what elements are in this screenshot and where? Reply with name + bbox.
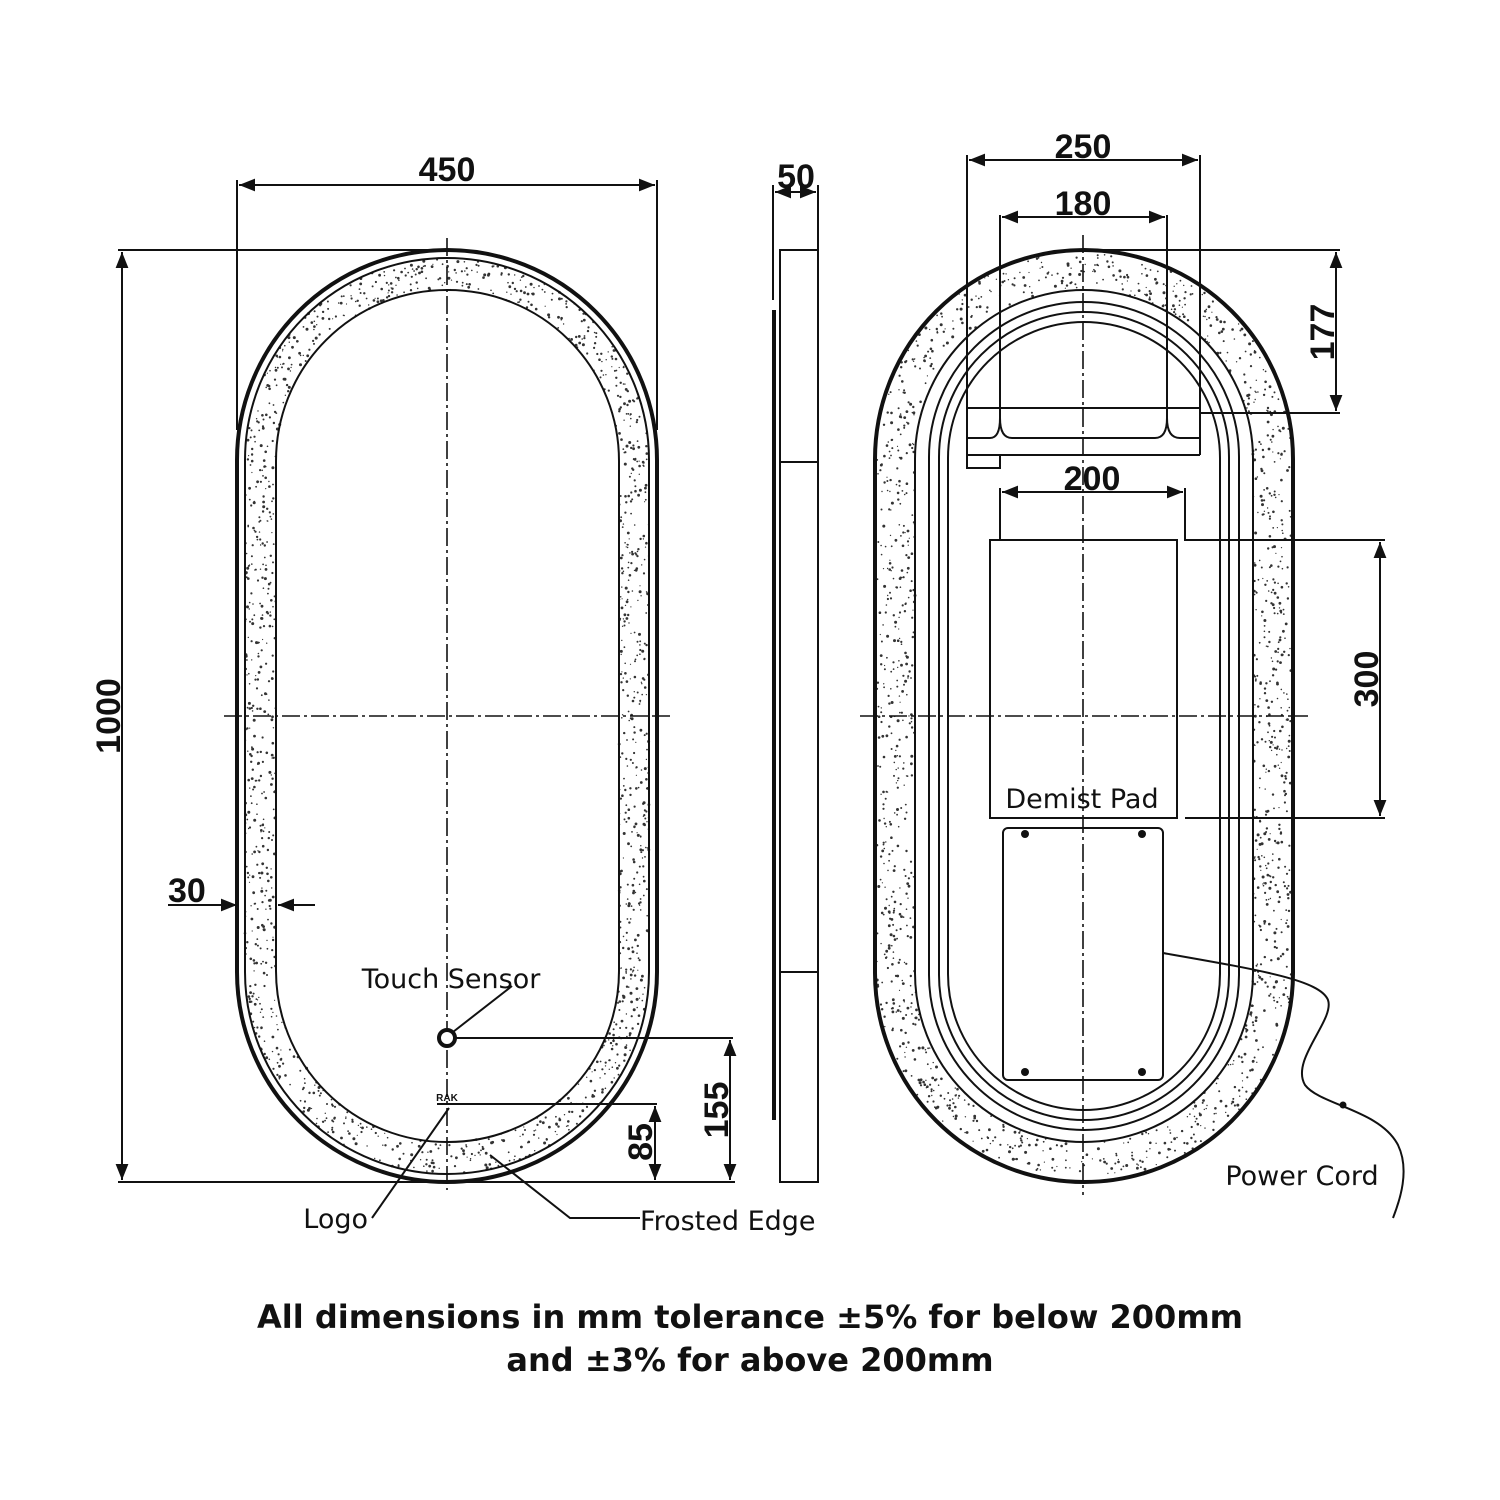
- height-dimension: 1000: [90, 678, 128, 754]
- frost-width-dimension: 30: [168, 872, 206, 910]
- touch-sensor-label: Touch Sensor: [361, 964, 542, 995]
- back-view: 250 180 177 200 300 Demist Pad Power Cor…: [860, 128, 1405, 1219]
- bracket-outer-dimension: 250: [1055, 128, 1112, 166]
- logo-height-dimension: 85: [622, 1123, 660, 1161]
- tolerance-note-line-2: and ±3% for above 200mm: [506, 1341, 994, 1379]
- sensor-height-dimension: 155: [698, 1082, 736, 1139]
- mirror-side-profile: [779, 249, 819, 1183]
- bracket-inner-dimension: 180: [1055, 185, 1112, 223]
- width-dimension: 450: [419, 151, 476, 189]
- logo-label: Logo: [303, 1204, 368, 1235]
- demist-pad: [989, 539, 1178, 819]
- pad-height-dimension: 300: [1348, 651, 1386, 708]
- frosted-edge-texture: [875, 254, 1293, 1175]
- hanging-bracket: [966, 155, 1201, 469]
- front-view: 450 1000 30 Touch Sensor RAK Logo 85 155…: [90, 151, 816, 1237]
- demist-pad-label: Demist Pad: [1005, 784, 1158, 815]
- tolerance-note-line-1: All dimensions in mm tolerance ±5% for b…: [256, 1298, 1243, 1336]
- side-view: 50: [772, 158, 819, 1183]
- logo-mark: RAK: [436, 1093, 458, 1104]
- depth-dimension: 50: [777, 158, 815, 196]
- bracket-top-dimension: 177: [1304, 304, 1342, 361]
- power-cord: [1162, 952, 1405, 1219]
- frosted-edge-label: Frosted Edge: [640, 1206, 816, 1237]
- pad-width-dimension: 200: [1064, 460, 1121, 498]
- touch-sensor-icon: [437, 1028, 457, 1048]
- power-cord-label: Power Cord: [1225, 1161, 1378, 1192]
